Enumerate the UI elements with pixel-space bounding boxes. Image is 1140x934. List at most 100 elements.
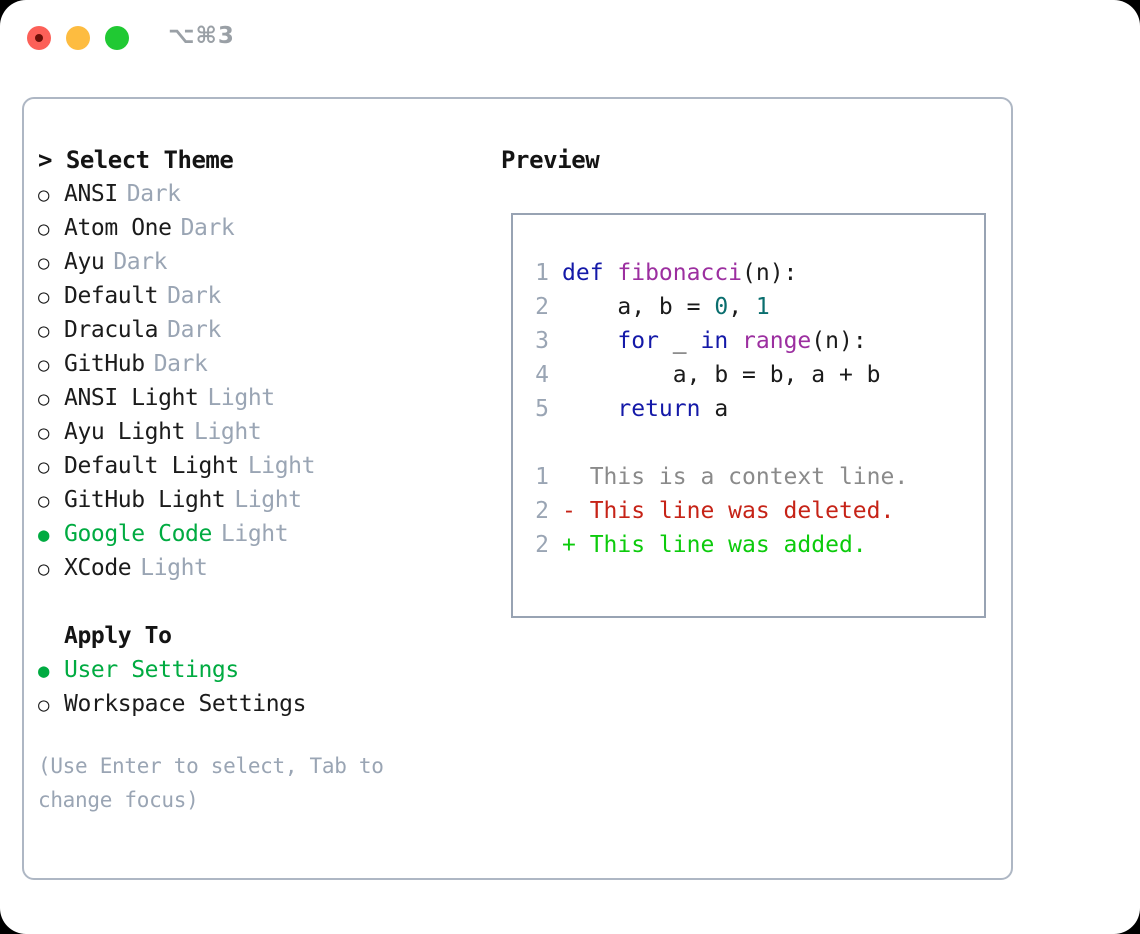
diff-line-text: + This line was added. <box>562 532 867 558</box>
option-label: ANSI <box>64 181 118 207</box>
code-line: 4 a, b = b, a + b <box>513 358 984 392</box>
theme-option-ansi[interactable]: ○ ANSI Dark <box>38 177 498 211</box>
code-line-text: a, b = 0, 1 <box>562 290 770 324</box>
code-line-number: 2 <box>535 294 549 320</box>
select-theme-heading: > Select Theme <box>38 146 234 174</box>
code-line: 3 for _ in range(n): <box>513 324 984 358</box>
radio-unselected-icon: ○ <box>38 490 50 512</box>
code-line-text: def fibonacci(n): <box>562 256 797 290</box>
option-variant-tag: Light <box>140 555 208 581</box>
code-token: a, b = b, a + b <box>562 362 881 388</box>
option-label: Google Code <box>64 521 212 547</box>
option-variant-tag: Dark <box>113 249 168 275</box>
option-label: Workspace Settings <box>64 691 307 717</box>
radio-selected-icon: ● <box>38 660 50 682</box>
option-label: Default Light <box>64 453 239 479</box>
radio-unselected-icon: ○ <box>38 320 50 342</box>
radio-unselected-icon: ○ <box>38 354 50 376</box>
theme-option-github[interactable]: ○ GitHub Dark <box>38 347 498 381</box>
option-variant-tag: Dark <box>167 317 221 343</box>
code-token: a <box>700 396 729 422</box>
diff-line-text: This is a context line. <box>562 464 909 490</box>
code-token: _ <box>658 328 701 354</box>
code-token: fibonacci <box>617 260 743 286</box>
diff-line-number: 2 <box>535 532 549 558</box>
code-line-number: 4 <box>535 362 549 388</box>
theme-option-default-light[interactable]: ○ Default Light Light <box>38 449 498 483</box>
diff-line-number: 1 <box>535 464 549 490</box>
code-diff-separator <box>513 426 984 460</box>
code-token <box>562 396 617 422</box>
option-variant-tag: Light <box>220 521 289 547</box>
code-token <box>562 328 617 354</box>
radio-unselected-icon: ○ <box>38 184 50 206</box>
code-token <box>728 328 742 354</box>
option-variant-tag: Dark <box>167 283 221 309</box>
code-token: in <box>700 328 729 354</box>
diff-line: 2 + This line was added. <box>513 528 984 562</box>
code-token: a, b = <box>562 294 715 320</box>
code-token: 0 <box>714 294 729 320</box>
code-token: def <box>562 260 618 286</box>
code-line-number: 5 <box>535 396 549 422</box>
apply-to-heading: Apply To <box>64 623 172 649</box>
code-line-text: a, b = b, a + b <box>562 358 881 392</box>
radio-unselected-icon: ○ <box>38 286 50 308</box>
apply-to-option-list: ● User Settings ○ Workspace Settings <box>38 653 498 721</box>
maximize-window-icon[interactable] <box>105 26 129 50</box>
radio-unselected-icon: ○ <box>38 694 50 716</box>
diff-line-number: 2 <box>535 498 549 524</box>
apply-to-option-workspace-settings[interactable]: ○ Workspace Settings <box>38 687 498 721</box>
apply-to-option-user-settings[interactable]: ● User Settings <box>38 653 498 687</box>
option-label: Atom One <box>64 215 172 241</box>
code-token: range <box>742 328 812 354</box>
code-token: , <box>728 294 756 320</box>
keyboard-shortcut-label: ⌥⌘3 <box>168 23 235 49</box>
option-label: Default <box>64 283 159 309</box>
code-line: 1 def fibonacci(n): <box>513 256 984 290</box>
code-token: (n): <box>742 260 798 286</box>
title-bar: ⌥⌘3 <box>0 0 1140 80</box>
minimize-window-icon[interactable] <box>66 26 90 50</box>
code-token: (n): <box>811 328 867 354</box>
option-label: Ayu Light <box>64 419 186 445</box>
code-token: 1 <box>755 294 770 320</box>
list-spacer <box>38 585 498 619</box>
option-variant-tag: Dark <box>153 351 208 377</box>
option-label: Ayu <box>64 249 105 275</box>
code-token: return <box>617 396 701 422</box>
theme-option-dracula[interactable]: ○ Dracula Dark <box>38 313 498 347</box>
option-variant-tag: Light <box>234 487 302 513</box>
code-line: 2 a, b = 0, 1 <box>513 290 984 324</box>
code-line-number: 1 <box>535 260 549 286</box>
option-variant-tag: Dark <box>180 215 235 241</box>
option-variant-tag: Light <box>247 453 316 479</box>
theme-option-default[interactable]: ○ Default Dark <box>38 279 498 313</box>
option-variant-tag: Light <box>194 419 262 445</box>
code-line: 5 return a <box>513 392 984 426</box>
option-variant-tag: Dark <box>126 181 181 207</box>
close-window-icon[interactable] <box>27 26 51 50</box>
option-label: User Settings <box>64 657 239 683</box>
option-label: XCode <box>64 555 132 581</box>
radio-unselected-icon: ○ <box>38 456 50 478</box>
traffic-light-buttons <box>27 26 129 50</box>
preview-heading: Preview <box>501 146 600 174</box>
option-label: Dracula <box>64 317 159 343</box>
code-line-text: for _ in range(n): <box>562 324 867 358</box>
option-label: GitHub <box>64 351 145 377</box>
option-label: ANSI Light <box>64 385 199 411</box>
